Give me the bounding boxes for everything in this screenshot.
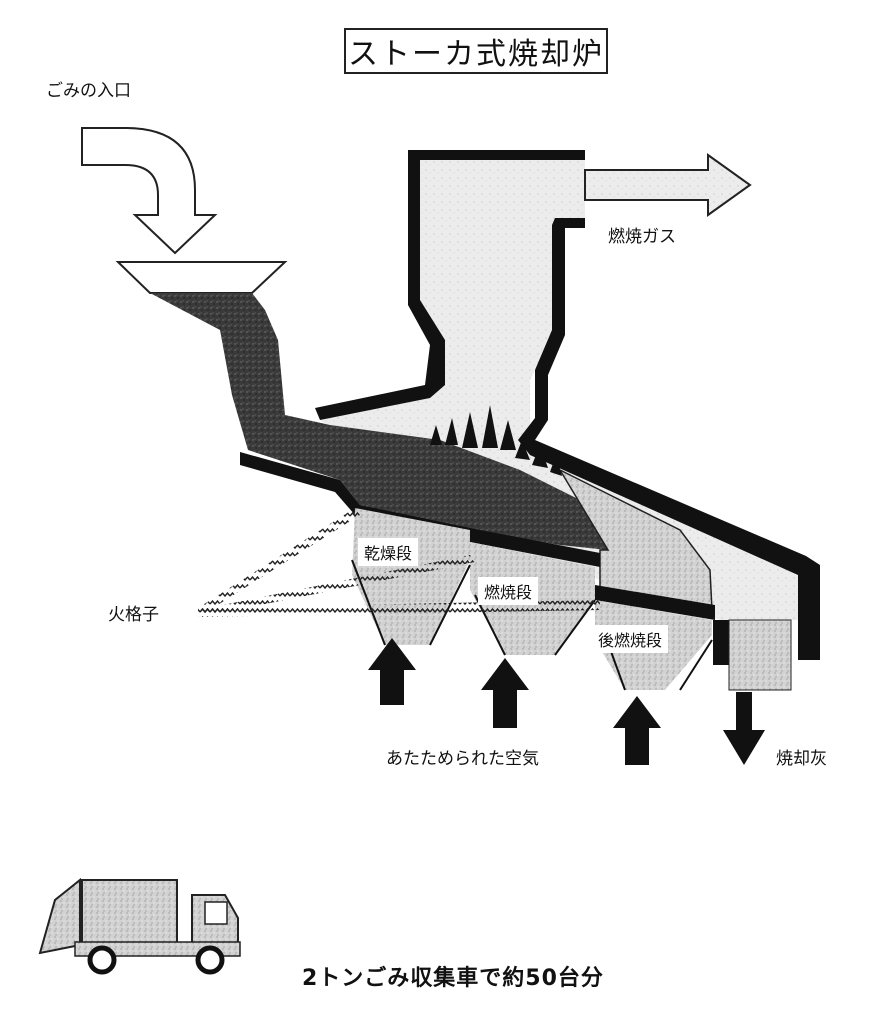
air-arrow-3	[613, 696, 661, 765]
grate-step-1	[240, 452, 470, 540]
fire-grate-label: 火格子	[108, 605, 159, 625]
stage-label-combustion: 燃焼段	[478, 577, 539, 605]
garbage-truck-icon	[38, 877, 241, 975]
waste-pile	[150, 293, 608, 550]
air-arrow-1	[368, 638, 416, 705]
combustion-gas-label: 燃焼ガス	[608, 227, 676, 247]
page-title: ストーカ式焼却炉	[344, 28, 608, 74]
grate-step-2	[470, 528, 600, 567]
stage-label-drying: 乾燥段	[358, 538, 419, 566]
combustion-gas-arrow	[584, 153, 752, 217]
air-arrow-2	[481, 658, 529, 728]
grate-step-3	[595, 585, 715, 620]
ash-arrow	[723, 692, 765, 765]
waste-inlet-arrow	[81, 127, 218, 255]
ash-chute-wall	[713, 620, 729, 665]
air-arrows	[368, 638, 661, 765]
stage-label-post-combustion: 後燃焼段	[592, 625, 669, 653]
heated-air-label: あたためられた空気	[386, 749, 539, 769]
truck-caption: 2トンごみ収集車で約50台分	[302, 966, 604, 991]
flames	[430, 405, 562, 476]
waste-inlet-label: ごみの入口	[46, 81, 131, 101]
ash-chute	[728, 619, 792, 691]
incineration-ash-label: 焼却灰	[776, 749, 827, 769]
hopper	[115, 261, 288, 294]
furnace-wall-right	[518, 218, 820, 660]
